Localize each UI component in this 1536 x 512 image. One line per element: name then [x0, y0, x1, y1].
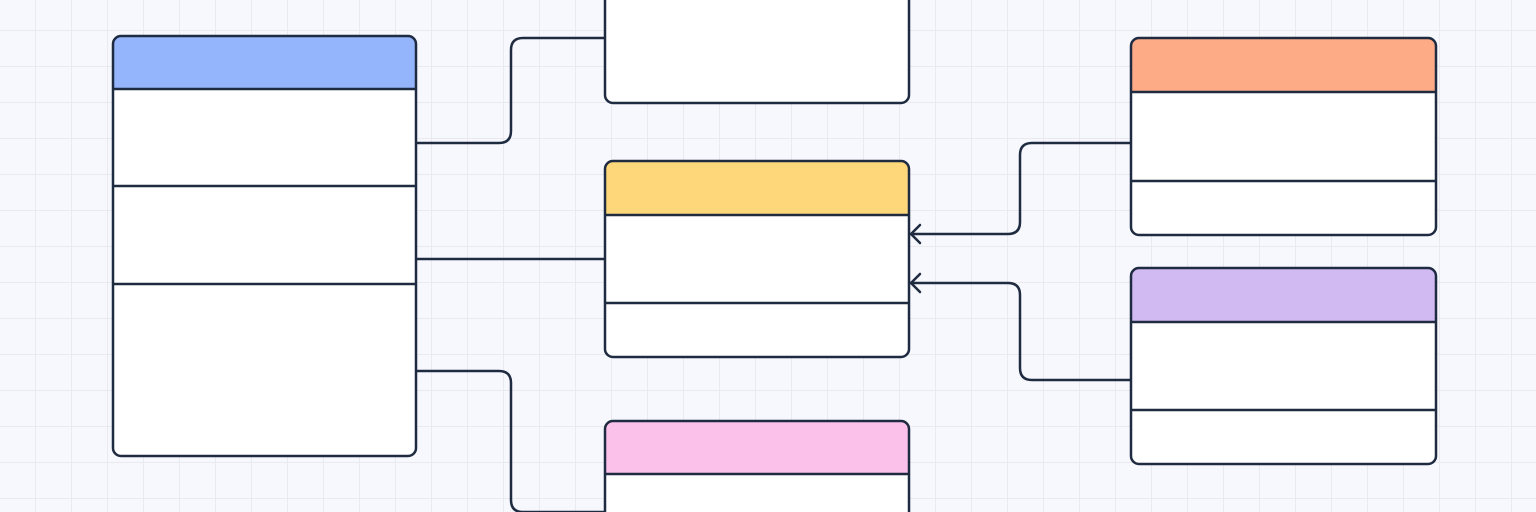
entity-box-pink[interactable] [603, 419, 911, 512]
entity-box-top[interactable] [603, 0, 911, 105]
connector-left-to-bottom [414, 369, 607, 512]
entity-header [1131, 38, 1436, 92]
entity-border [1129, 36, 1438, 237]
entity-header [605, 161, 909, 215]
entity-border [603, 159, 911, 359]
connector-left-to-top [414, 36, 607, 145]
entity-header [605, 421, 909, 474]
entity-header [113, 36, 416, 89]
entity-box-blue[interactable] [111, 34, 418, 458]
entity-border [111, 34, 418, 458]
entity-box-yellow[interactable] [603, 159, 911, 359]
entity-body [113, 36, 416, 456]
entity-body [605, 0, 909, 103]
entity-border [603, 0, 911, 105]
connector-purple-to-middle [909, 281, 1133, 382]
entity-header [1131, 268, 1436, 322]
arrow-head-icon [909, 223, 922, 245]
connector-orange-to-middle [909, 141, 1133, 236]
arrow-head-icon [909, 272, 922, 294]
entity-border [603, 419, 911, 512]
entity-box-purple[interactable] [1129, 266, 1438, 466]
entity-border [1129, 266, 1438, 466]
entity-box-orange[interactable] [1129, 36, 1438, 237]
